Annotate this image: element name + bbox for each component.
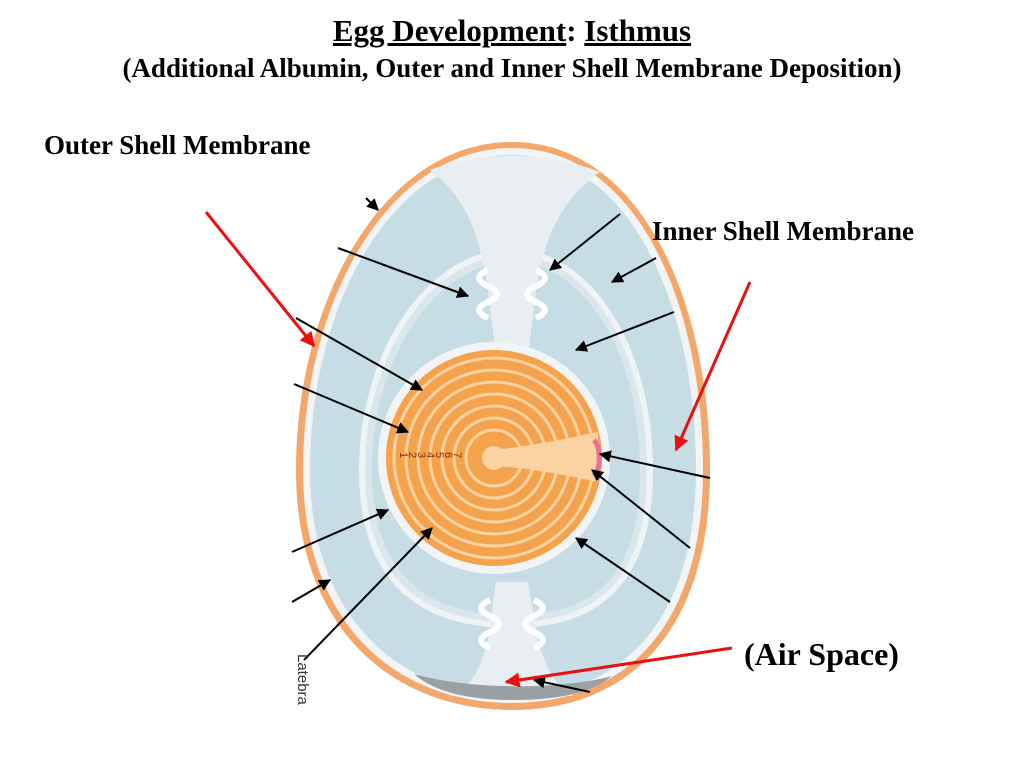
yolk-ring-number: 2	[406, 452, 418, 458]
pointer-arrow	[574, 311, 675, 352]
title-block: Egg Development: Isthmus (Additional Alb…	[0, 12, 1024, 86]
pointer-arrow	[575, 537, 671, 603]
pointer-arrow	[291, 508, 390, 553]
upper-chalaza	[430, 156, 600, 356]
pointer-arrow	[532, 676, 591, 693]
air-space-label: (Air Space)	[744, 636, 899, 672]
pointer-arrow	[291, 579, 332, 603]
yolk-ring-number: 3	[415, 452, 427, 458]
pointer-arrow	[295, 317, 424, 391]
outer-shell-membrane-label: Outer Shell Membrane	[44, 130, 311, 160]
pointer-arrow	[610, 257, 657, 283]
latebra-center	[482, 446, 506, 470]
pointer-arrows	[291, 197, 711, 693]
outer-membrane-pointer	[204, 211, 316, 348]
pointer-arrow	[303, 527, 433, 661]
pointer-arrow	[549, 213, 621, 271]
title-main: Egg Development	[332, 13, 567, 48]
title-separator: :	[566, 13, 577, 48]
page-subtitle: (Additional Albumin, Outer and Inner She…	[122, 53, 902, 83]
inner-shell-membrane-label: Inner Shell Membrane	[652, 216, 914, 246]
yolk-ring-number: 5	[433, 452, 445, 458]
lower-chalaza	[450, 582, 574, 696]
pointer-arrow	[293, 383, 410, 434]
pointer-arrow	[365, 197, 379, 211]
yolk-ring-number: 6	[442, 452, 454, 458]
title-stage: Isthmus	[584, 13, 692, 48]
latebra-label: Latebra	[294, 654, 311, 706]
page-title: Egg Development: Isthmus	[0, 12, 1024, 50]
pointer-arrow	[591, 469, 691, 549]
yolk-ring-number: 1	[397, 452, 409, 458]
yolk-ring-number: 4	[424, 452, 436, 458]
pointer-arrow	[598, 450, 711, 479]
latebra-neck	[494, 432, 598, 482]
yolk-ring-number: 7	[451, 452, 463, 458]
inner-membrane-pointer	[674, 281, 752, 452]
air-space-pointer	[504, 646, 733, 688]
red-pointers	[204, 211, 752, 688]
pointer-arrow	[337, 247, 470, 298]
